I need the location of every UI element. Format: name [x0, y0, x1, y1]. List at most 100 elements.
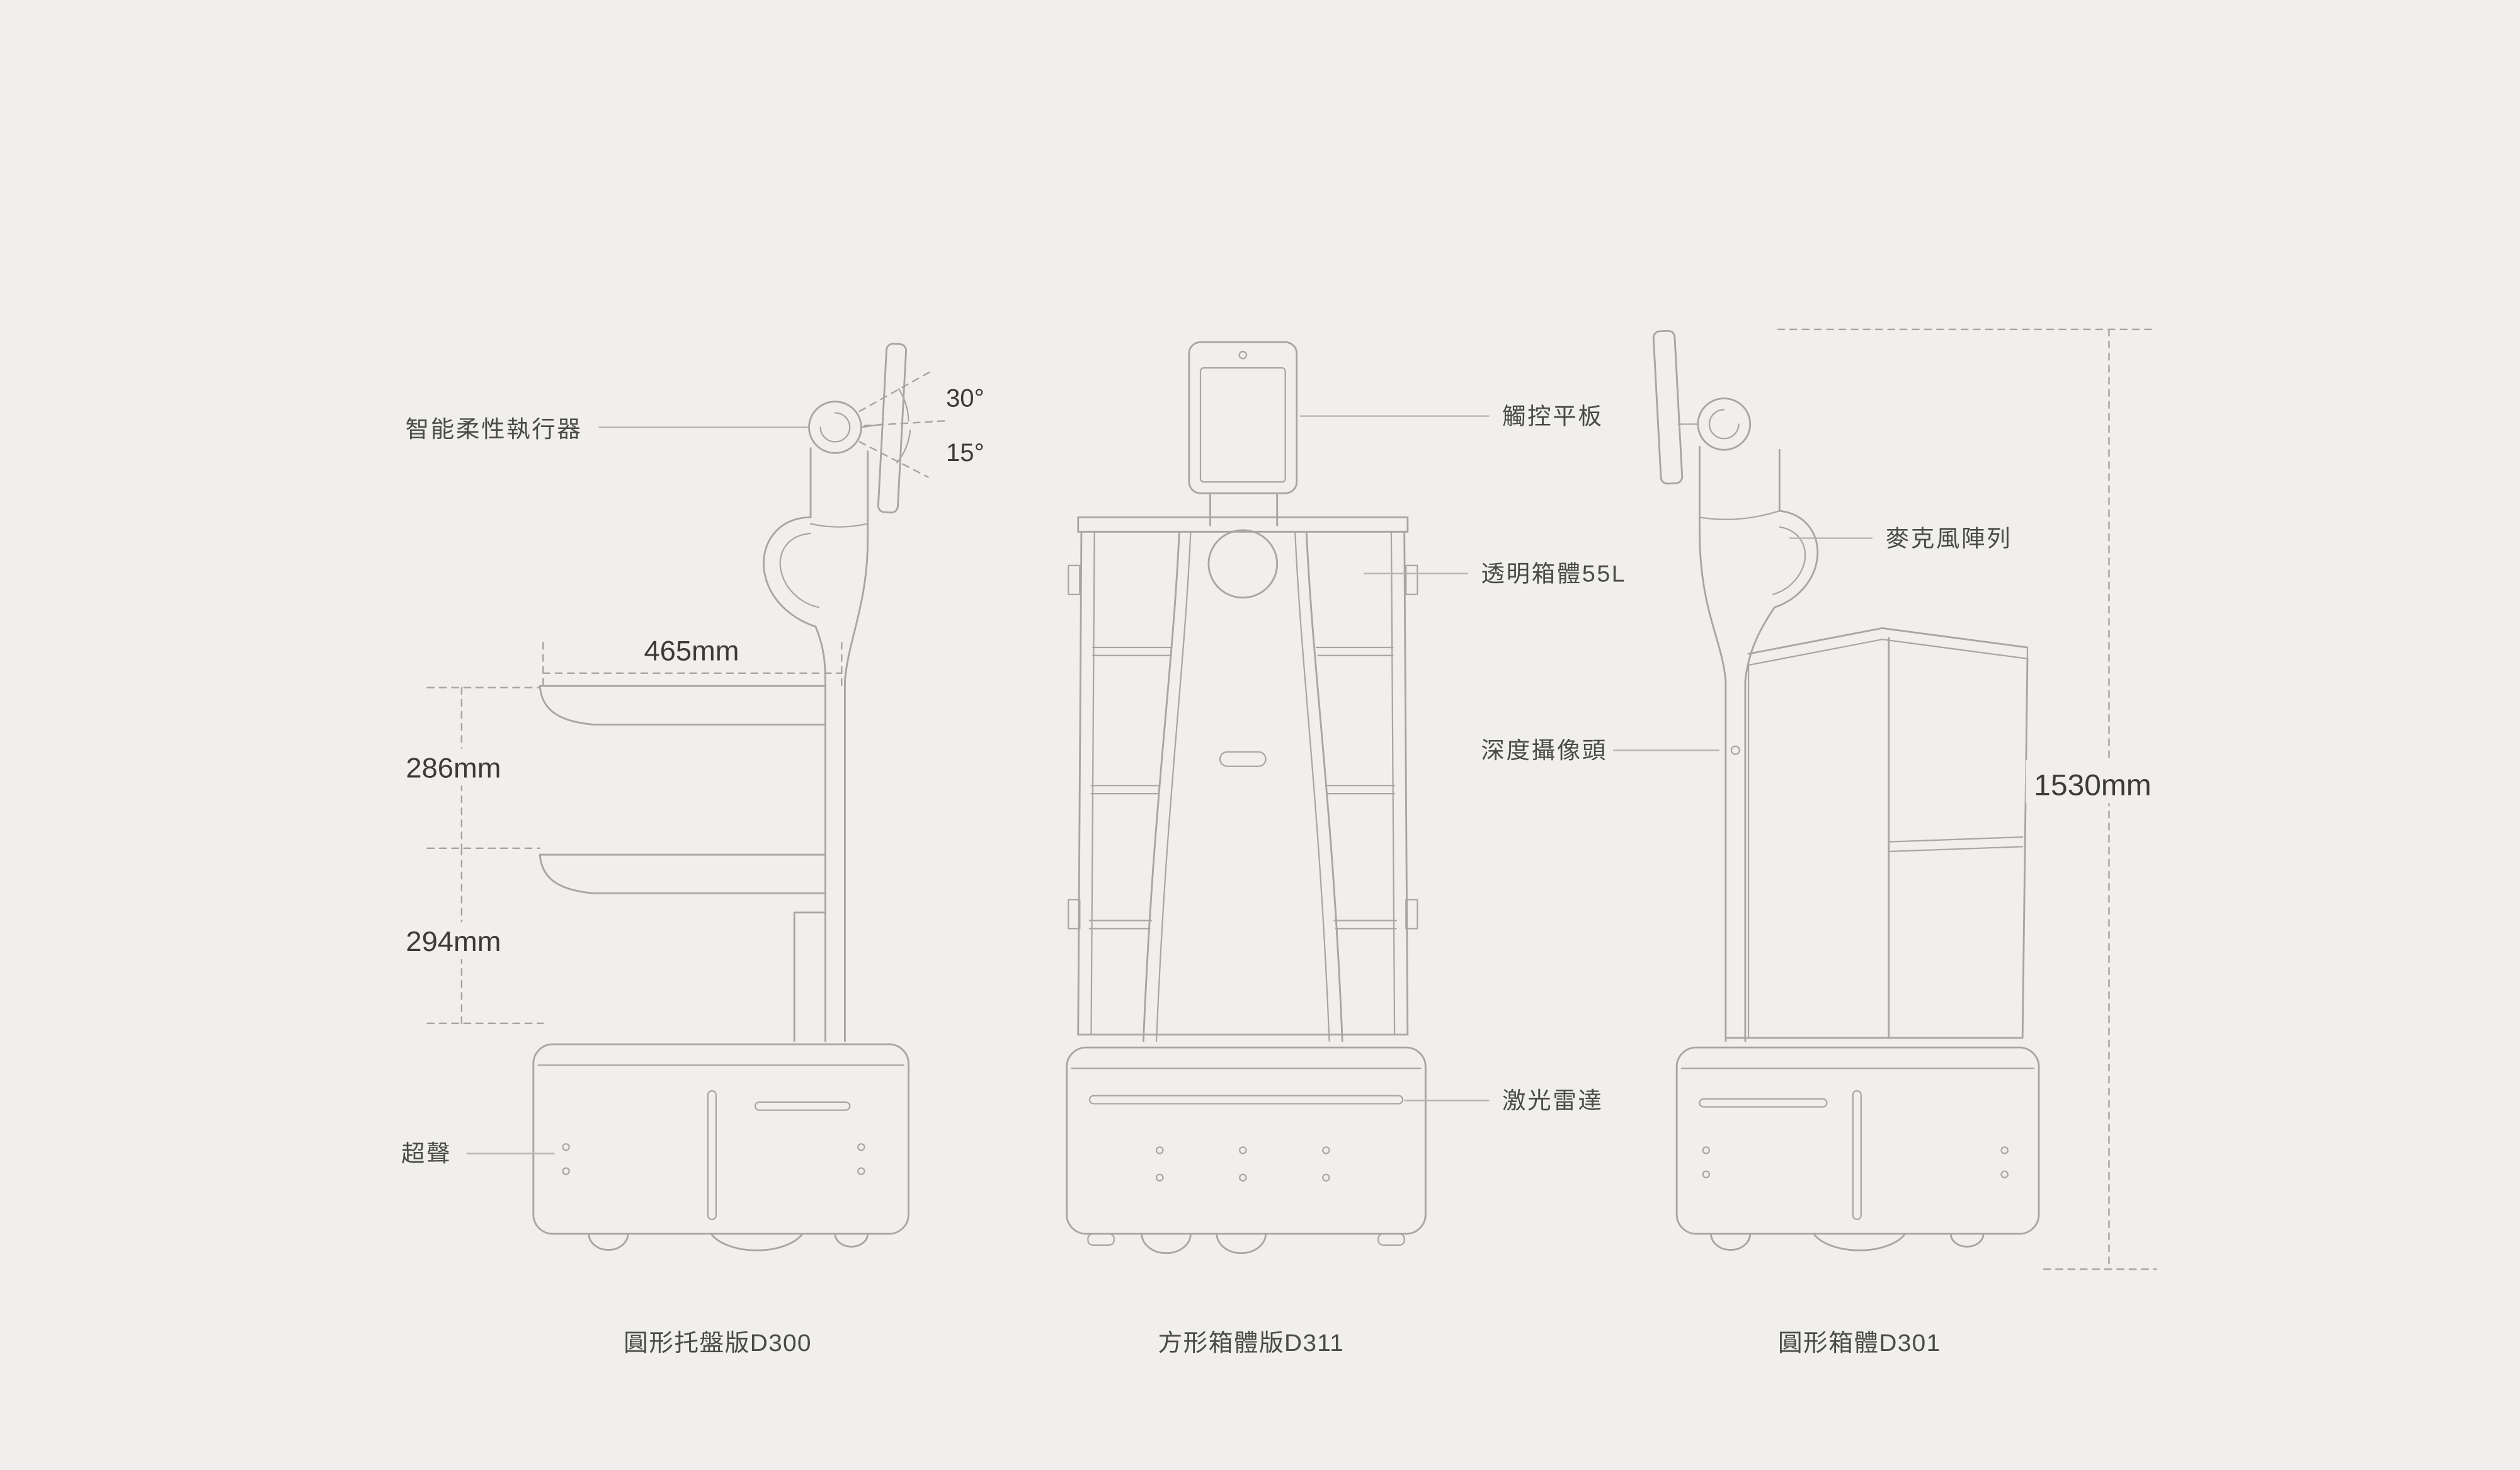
dim-text-mask	[2026, 760, 2163, 804]
chassis-base	[1675, 1046, 2040, 1235]
cowl-outer	[763, 516, 817, 628]
column-sensor-pill	[1219, 751, 1267, 767]
shelf-bottom	[1088, 920, 1397, 930]
ultrasonic-sensor-dots	[562, 1143, 865, 1175]
cabinet-wall-left	[1077, 530, 1083, 1036]
sensor-dot	[562, 1143, 570, 1151]
sensor-dot	[2000, 1146, 2009, 1154]
sensor-dot	[562, 1167, 570, 1175]
touch-tablet	[1188, 341, 1298, 494]
lidar-label: 激光雷達	[1502, 1087, 1603, 1114]
annotations-d311: 觸控平板 透明箱體55L 深度攝像頭 激光雷達 方形箱體版D311	[1158, 403, 1719, 1357]
caption-d301: 圓形箱體D301	[1778, 1330, 1941, 1357]
actuator-label: 智能柔性執行器	[406, 416, 583, 442]
cabinet-shelves	[1088, 646, 1397, 930]
annotations-d301: 麥克風陣列 1530mm 圓形箱體D301	[1777, 328, 2163, 1357]
caster-wheel	[1216, 1233, 1267, 1255]
caster-wheel	[1710, 1233, 1752, 1251]
wall-bracket	[1068, 564, 1081, 595]
lidar-slot	[1699, 1098, 1828, 1108]
dim-tray-width-value: 465mm	[644, 635, 739, 667]
sensor-dot	[1239, 1146, 1247, 1154]
actuator-joint-detail	[819, 412, 851, 443]
wheels	[1087, 1233, 1405, 1255]
cabinet-wall-left-inner	[1090, 531, 1095, 1035]
cabinet-wall-right	[2021, 658, 2029, 1039]
cabinet-label: 透明箱體55L	[1481, 561, 1626, 587]
wheels	[1710, 1233, 1985, 1251]
depth-camera-dot	[1730, 745, 1740, 755]
dim-text-mask	[404, 922, 506, 959]
display-panel-outline	[1652, 329, 1684, 485]
sensor-dot	[2000, 1170, 2009, 1178]
chassis-base	[532, 1043, 909, 1235]
sensor-dot	[857, 1167, 865, 1175]
sensor-dot	[1322, 1146, 1330, 1154]
angle-upper-value: 30°	[946, 385, 984, 413]
neck-column	[1698, 445, 1781, 532]
column-right-outer	[1305, 530, 1343, 1042]
base-slot-vertical	[707, 1090, 717, 1221]
dim-gap-lower-value: 294mm	[406, 925, 501, 957]
sensor-dot	[1239, 1173, 1247, 1182]
caption-d300: 圓形托盤版D300	[624, 1330, 812, 1357]
cowl-outer	[1774, 510, 1819, 608]
tilt-arc-lower	[896, 430, 911, 464]
column-left-inner	[1155, 531, 1192, 1042]
wheels	[588, 1233, 869, 1251]
display-panel	[877, 343, 907, 514]
spine-back-edge	[1744, 606, 1776, 1042]
actuator-joint	[808, 401, 862, 454]
sensor-dot	[1702, 1146, 1711, 1154]
wall-bracket	[1068, 899, 1081, 930]
cabinet-top-edge	[1747, 639, 2029, 666]
lower-body-section	[793, 911, 826, 1042]
dim-text-mask	[404, 748, 506, 786]
cabinet-wall-right	[1403, 530, 1409, 1036]
base-slot-vertical	[1852, 1090, 1862, 1221]
ultrasonic-sensor-dots	[1155, 1146, 1330, 1182]
robot-d311-drawing	[1066, 341, 1427, 1255]
cabinet-top-ridge	[1747, 627, 2029, 655]
spine-back-edge	[844, 538, 869, 1042]
spine-front-edge	[1698, 529, 1727, 1042]
tray-upper	[539, 685, 826, 726]
annotations-d300: 智能柔性執行器 30° 15° 465mm 286mm 294mm 超聲 圓形托…	[401, 385, 984, 1357]
caster-wheel	[588, 1233, 629, 1251]
shelf-top	[1092, 646, 1394, 656]
caster-wheel	[1949, 1233, 1985, 1248]
tablet-screen	[1199, 367, 1286, 483]
caption-d311: 方形箱體版D311	[1158, 1330, 1344, 1357]
neck-seam	[1699, 510, 1781, 520]
sensor-dot	[1155, 1146, 1164, 1154]
round-cabinet	[1725, 627, 2029, 1039]
sensor-dot	[857, 1143, 865, 1151]
tilt-arc-upper	[898, 388, 909, 422]
cowl-inner	[1772, 526, 1806, 595]
tray-lower	[539, 853, 826, 894]
tablet-camera-dot	[1238, 351, 1248, 360]
neck-column	[1209, 492, 1279, 527]
lidar-slot	[1088, 1095, 1404, 1105]
depth-camera-label: 深度攝像頭	[1481, 737, 1607, 763]
lidar-slot	[754, 1101, 851, 1111]
ultrasonic-label: 超聲	[401, 1141, 452, 1167]
tilt-ray-upper	[858, 370, 932, 413]
column-right-inner	[1294, 531, 1330, 1042]
sensor-dot	[1702, 1170, 1711, 1178]
sensor-dot	[1322, 1173, 1330, 1182]
drive-wheel	[1813, 1233, 1907, 1251]
actuator-joint	[1697, 397, 1752, 451]
tray-upper-bowl	[539, 685, 826, 726]
tilt-ray-middle	[864, 420, 945, 427]
tilt-ray-lower	[858, 441, 929, 478]
shelf-middle	[1090, 785, 1396, 795]
cabinet-wall-right-inner	[1390, 531, 1396, 1035]
column-left-outer	[1142, 530, 1180, 1042]
display-panel	[1652, 329, 1684, 485]
sensor-dot	[1155, 1173, 1164, 1182]
cowl-inner	[779, 532, 820, 608]
robot-d301-drawing	[1652, 329, 2040, 1251]
robot-d300-drawing	[532, 343, 945, 1251]
